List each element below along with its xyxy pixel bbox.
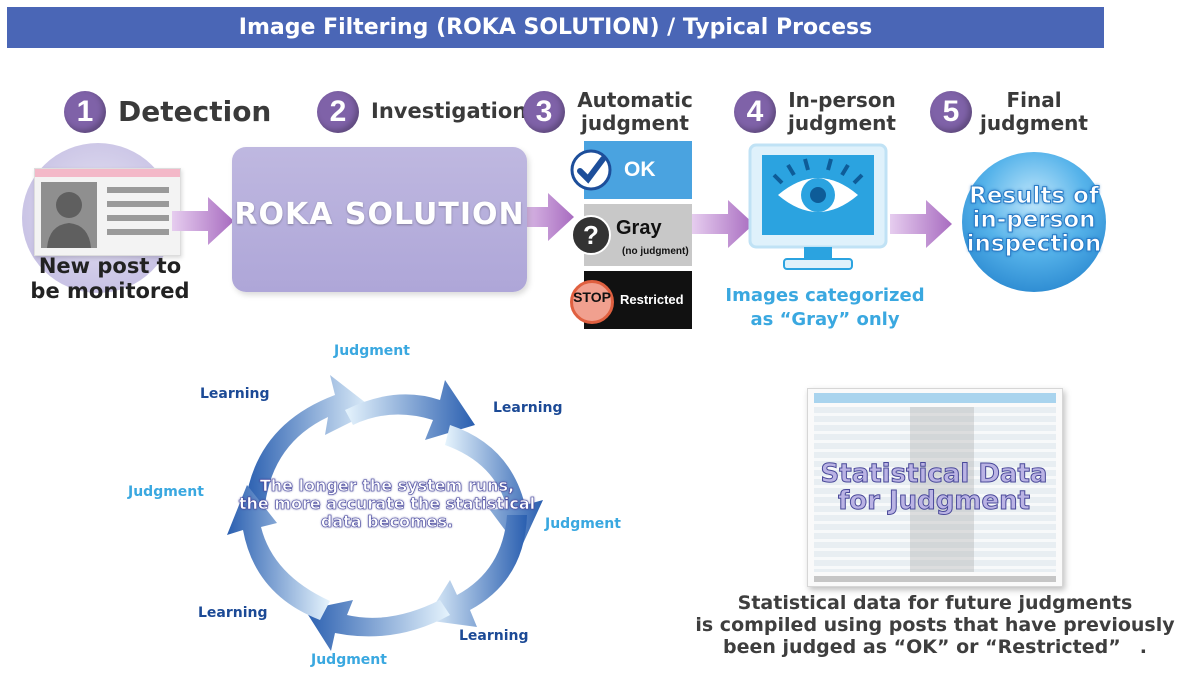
stats-caption: Statistical data for future judgments is… bbox=[695, 592, 1175, 658]
flow-arrow-3 bbox=[692, 200, 754, 248]
step-1-label: Detection bbox=[118, 95, 272, 128]
detection-caption: New post to be monitored bbox=[30, 254, 190, 303]
cycle-arrow-learning-3 bbox=[305, 600, 450, 651]
post-card bbox=[34, 168, 181, 256]
cycle-center-text: The longer the system runs, the more acc… bbox=[238, 476, 536, 531]
stats-document-title: Statistical Data for Judgment bbox=[820, 459, 1048, 516]
results-label: Results of in-person inspection bbox=[966, 183, 1102, 257]
cycle-label-learning-topleft: Learning bbox=[200, 386, 270, 402]
cycle-label-judgment-bottom: Judgment bbox=[311, 652, 387, 668]
status-ok: OK bbox=[570, 141, 692, 199]
inperson-caption: Images categorized as “Gray” only bbox=[725, 285, 925, 330]
step-2-label: Investigation bbox=[371, 99, 528, 123]
question-icon: ? bbox=[571, 215, 611, 255]
svg-text:?: ? bbox=[583, 220, 599, 250]
step-5-label: Final judgment bbox=[980, 88, 1088, 135]
step-3-number: 3 bbox=[523, 91, 565, 133]
cycle-arrow-judgment-1 bbox=[345, 380, 475, 440]
cycle-arrow-learning-1 bbox=[245, 375, 375, 505]
results-sphere bbox=[962, 152, 1106, 292]
monitor-eye-icon bbox=[748, 143, 888, 270]
cycle-arrow-judgment-2 bbox=[425, 515, 527, 627]
cycle-label-learning-bottomright: Learning bbox=[459, 628, 529, 644]
cycle-label-judgment-left: Judgment bbox=[128, 484, 204, 500]
cycle-label-judgment-top: Judgment bbox=[334, 343, 410, 359]
status-restricted: STOP Restricted bbox=[570, 271, 692, 329]
cycle-label-learning-bottomleft: Learning bbox=[198, 605, 268, 621]
status-gray: ? Gray (no judgment) bbox=[571, 204, 692, 266]
step-2-number: 2 bbox=[317, 91, 359, 133]
page-title: Image Filtering (ROKA SOLUTION) / Typica… bbox=[7, 7, 1104, 48]
step-3-label: Automatic judgment bbox=[577, 88, 693, 135]
step-5-number: 5 bbox=[930, 91, 972, 133]
flow-arrow-2 bbox=[512, 193, 574, 241]
checkmark-icon bbox=[570, 149, 612, 191]
cycle-arrow-judgment-3 bbox=[227, 485, 330, 620]
flow-arrow-1 bbox=[172, 197, 234, 245]
step-4-label: In-person judgment bbox=[788, 88, 896, 135]
flow-arrow-4 bbox=[890, 200, 952, 248]
learning-cycle bbox=[227, 375, 543, 651]
step-4-number: 4 bbox=[734, 91, 776, 133]
cycle-label-judgment-right: Judgment bbox=[545, 516, 621, 532]
cycle-label-learning-topright: Learning bbox=[493, 400, 563, 416]
step-1-number: 1 bbox=[64, 91, 106, 133]
stats-document bbox=[807, 388, 1063, 587]
stop-icon bbox=[570, 280, 614, 324]
person-icon bbox=[41, 182, 169, 248]
roka-solution-box: ROKA SOLUTION bbox=[232, 147, 527, 292]
